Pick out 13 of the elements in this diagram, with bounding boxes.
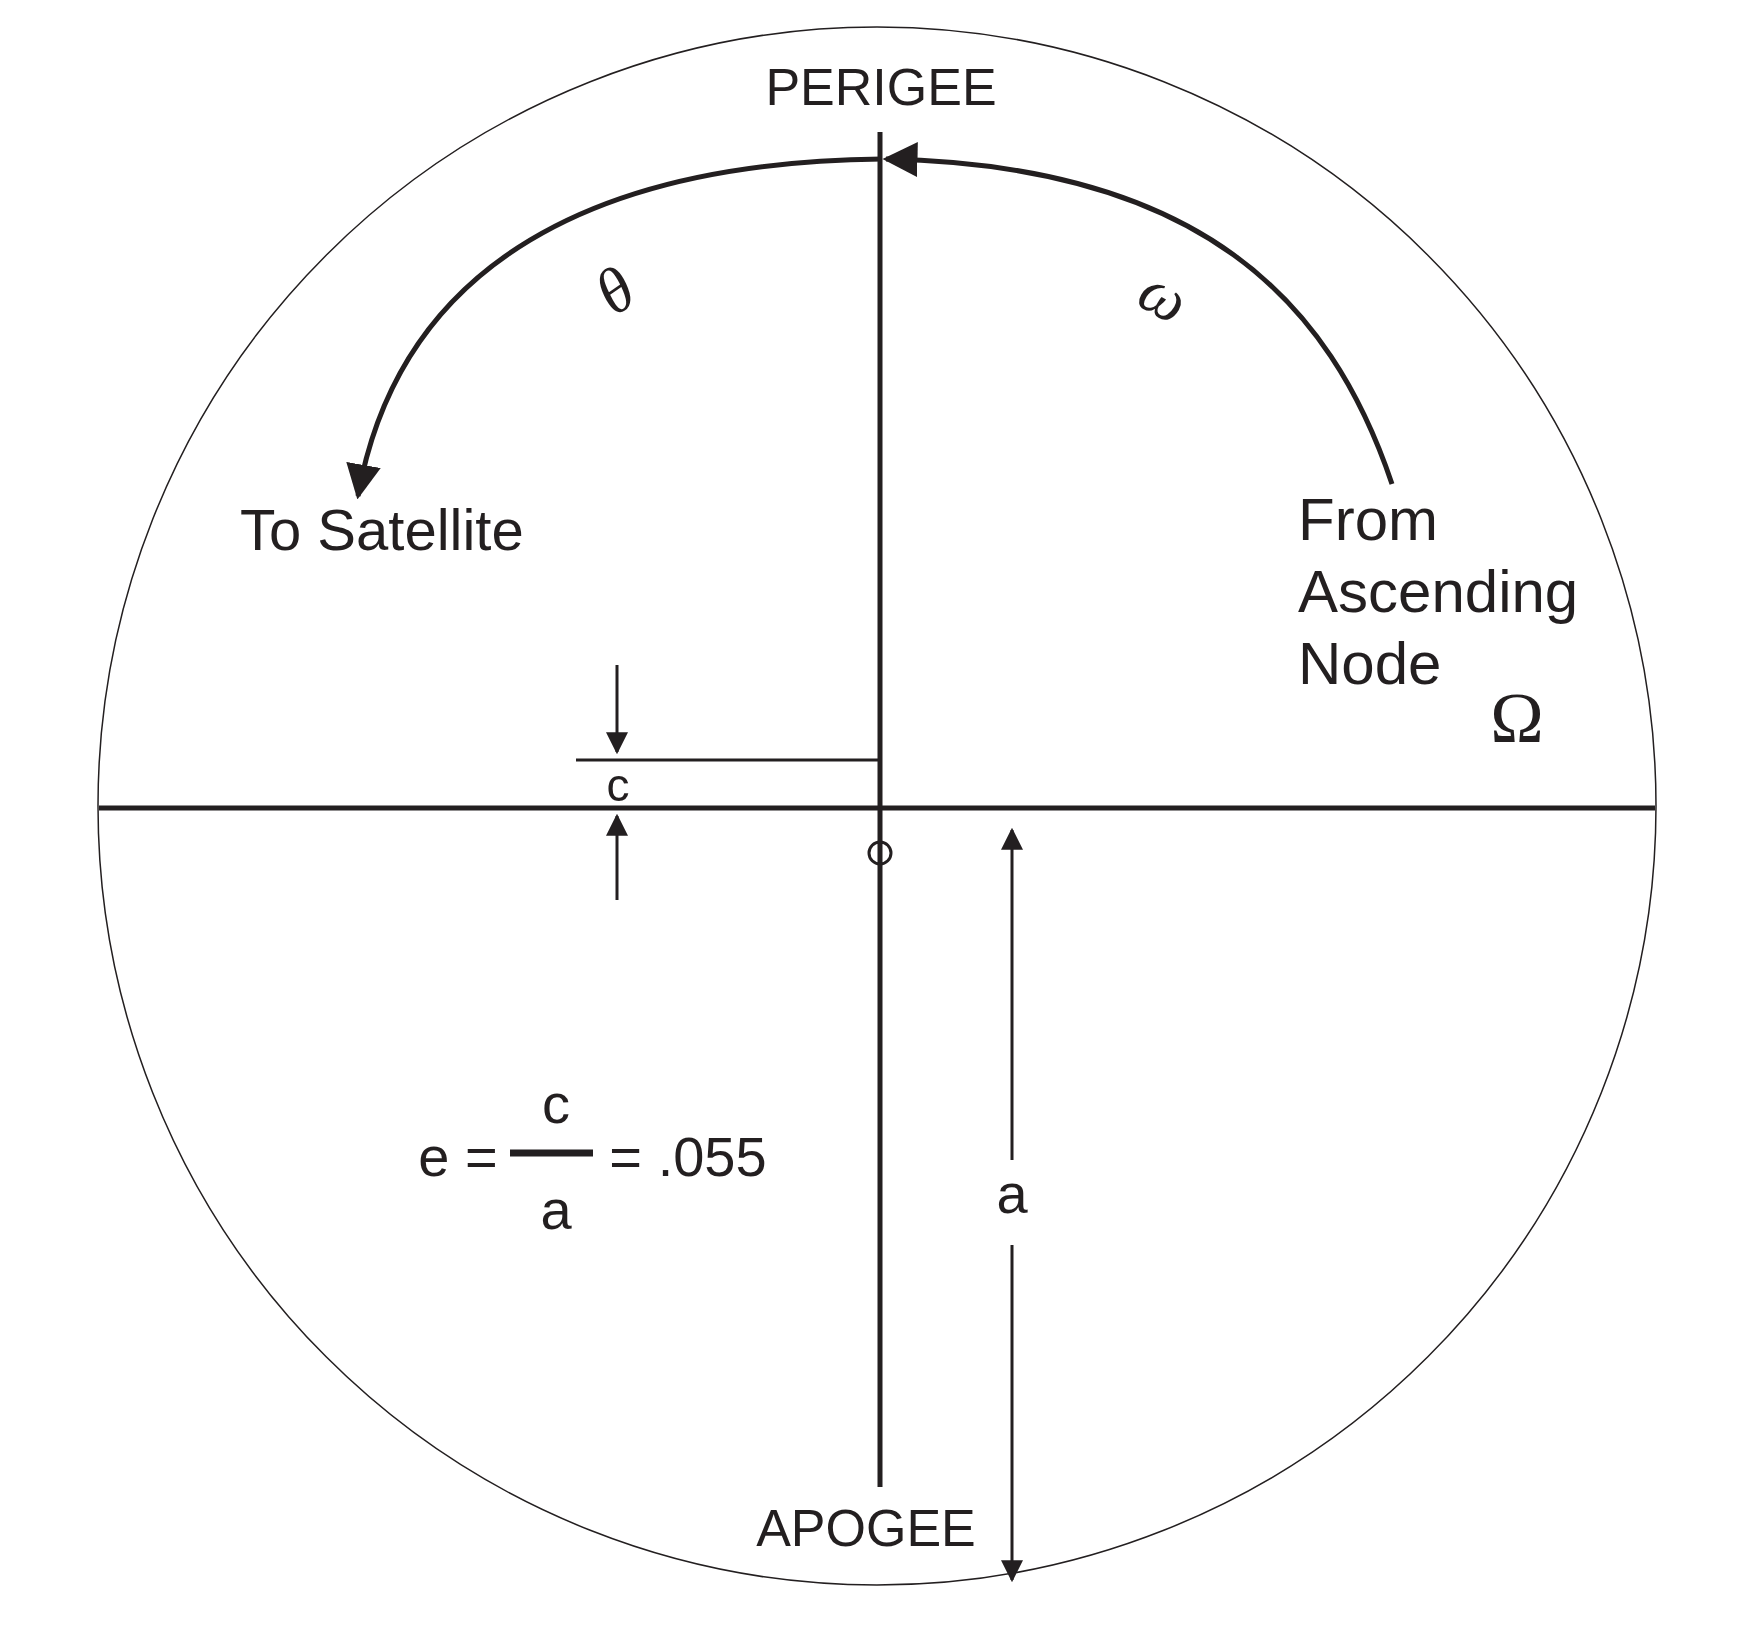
curved-arrow: [882, 143, 1395, 485]
formula-text: e =: [418, 1129, 498, 1185]
numerator: c: [542, 1076, 570, 1132]
angle-label: ω: [1127, 256, 1200, 335]
angle-label: θ: [583, 255, 647, 327]
dimension-label: c: [606, 762, 630, 808]
denominator: a: [540, 1182, 572, 1238]
major-axis-line: [877, 132, 883, 1487]
dimension-label: a: [996, 1166, 1028, 1222]
axis-label: To Satellite: [240, 496, 525, 564]
axis-label: APOGEE: [755, 1498, 977, 1559]
formula-text: = .055: [609, 1129, 767, 1185]
axis-label: PERIGEE: [764, 57, 998, 118]
